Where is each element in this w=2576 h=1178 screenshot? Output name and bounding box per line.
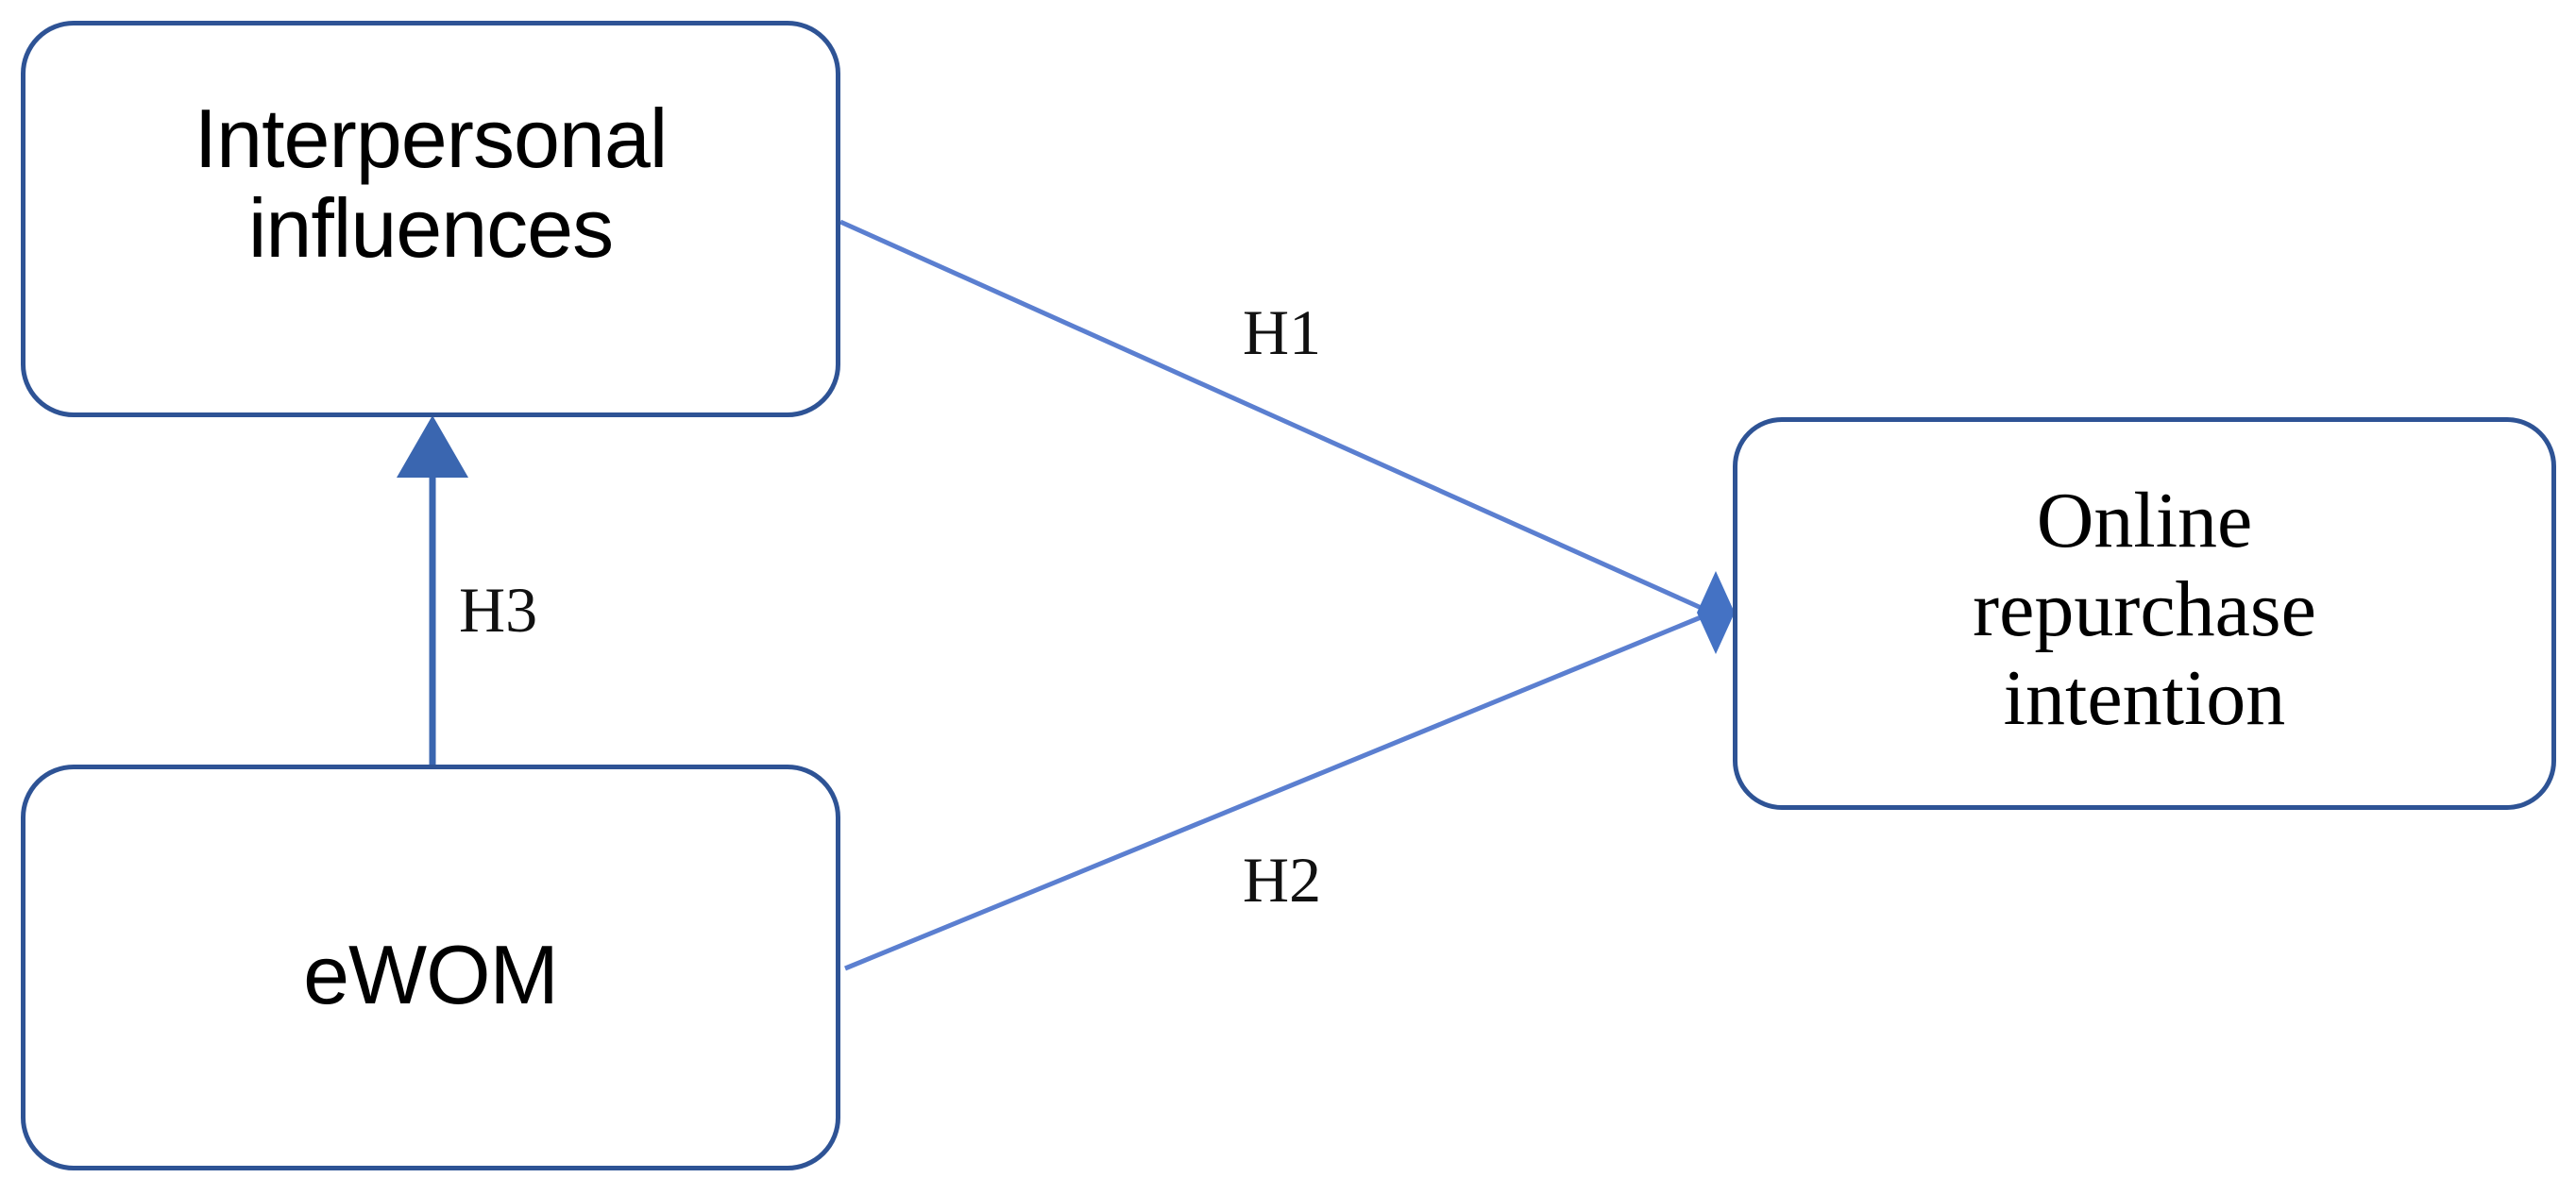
node-interpersonal-influences[interactable]: Interpersonal influences <box>21 21 840 417</box>
edge-h3-triangle-arrowhead <box>397 415 468 478</box>
edge-label-h1: H1 <box>1243 296 1322 368</box>
edge-label-h2: H2 <box>1243 844 1322 916</box>
node-interpersonal-influences-label: Interpersonal influences <box>194 92 669 276</box>
node-ewom[interactable]: eWOM <box>21 765 840 1170</box>
node-ewom-label: eWOM <box>303 928 559 1022</box>
edge-label-h3: H3 <box>459 574 538 646</box>
node-online-repurchase-intention[interactable]: Online repurchase intention <box>1733 417 2556 810</box>
edge-diamond-arrowhead <box>1697 571 1735 654</box>
node-online-repurchase-intention-label: Online repurchase intention <box>1973 476 2316 743</box>
edge-h1-line <box>839 219 1707 613</box>
